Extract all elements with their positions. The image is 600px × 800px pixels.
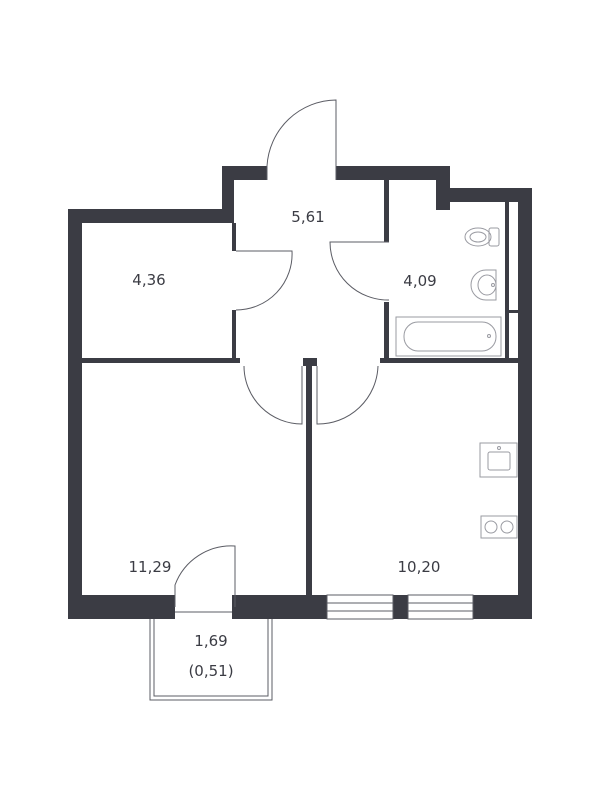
sink-icon: [470, 269, 497, 301]
wall-bath-inner-shelf: [509, 310, 518, 313]
wall-hall-left-step: [222, 166, 234, 223]
bedroom-area-label: 11,29: [129, 558, 172, 576]
wall-bath-left-lower: [384, 302, 389, 362]
balcony-area-label: 1,69: [194, 632, 227, 650]
entrance-door-swing: [266, 99, 337, 180]
wall-right: [518, 188, 532, 619]
wall-bottom-left: [68, 595, 175, 619]
doors: [174, 99, 390, 607]
kitchen-area-label: 10,20: [398, 558, 441, 576]
walls: [68, 166, 532, 619]
toilet-icon: [464, 227, 500, 247]
wall-bath-inner-right: [505, 202, 509, 358]
storage-area-label: 4,36: [132, 271, 165, 289]
wall-bottom-pier: [393, 595, 408, 619]
wall-bottom-mid: [232, 595, 327, 619]
wall-left: [68, 209, 82, 619]
balcony-reduced-area-label: (0,51): [188, 662, 233, 680]
balcony-door-swing: [174, 545, 236, 607]
storage-door-swing: [235, 250, 293, 311]
wall-center: [306, 366, 312, 595]
kitchen-door-swing: [316, 365, 379, 425]
wall-hall-left-lower: [232, 310, 236, 362]
windows: [326, 594, 474, 620]
wall-top-storage: [68, 209, 234, 223]
wall-bottom-right: [473, 595, 532, 619]
bathtub-icon: [395, 316, 502, 357]
wall-hall-top-left: [222, 166, 267, 180]
wall-hall-top-right: [336, 166, 450, 180]
wall-bath-top: [436, 188, 532, 202]
kitchen-sink-icon: [479, 442, 518, 478]
wall-center-stub: [303, 358, 317, 366]
balcony: [149, 611, 273, 701]
wall-storage-bedroom: [82, 358, 240, 363]
wall-hall-left-upper: [232, 223, 236, 251]
hall-area-label: 5,61: [291, 208, 324, 226]
window-left: [326, 594, 394, 620]
bedroom-door-swing: [243, 365, 303, 425]
wall-bath-bottom: [380, 358, 518, 363]
window-right: [407, 594, 474, 620]
wall-bath-left-upper: [384, 180, 389, 242]
bathroom-door-swing: [329, 241, 390, 301]
bathroom-area-label: 4,09: [403, 272, 436, 290]
stove-icon: [480, 515, 518, 539]
